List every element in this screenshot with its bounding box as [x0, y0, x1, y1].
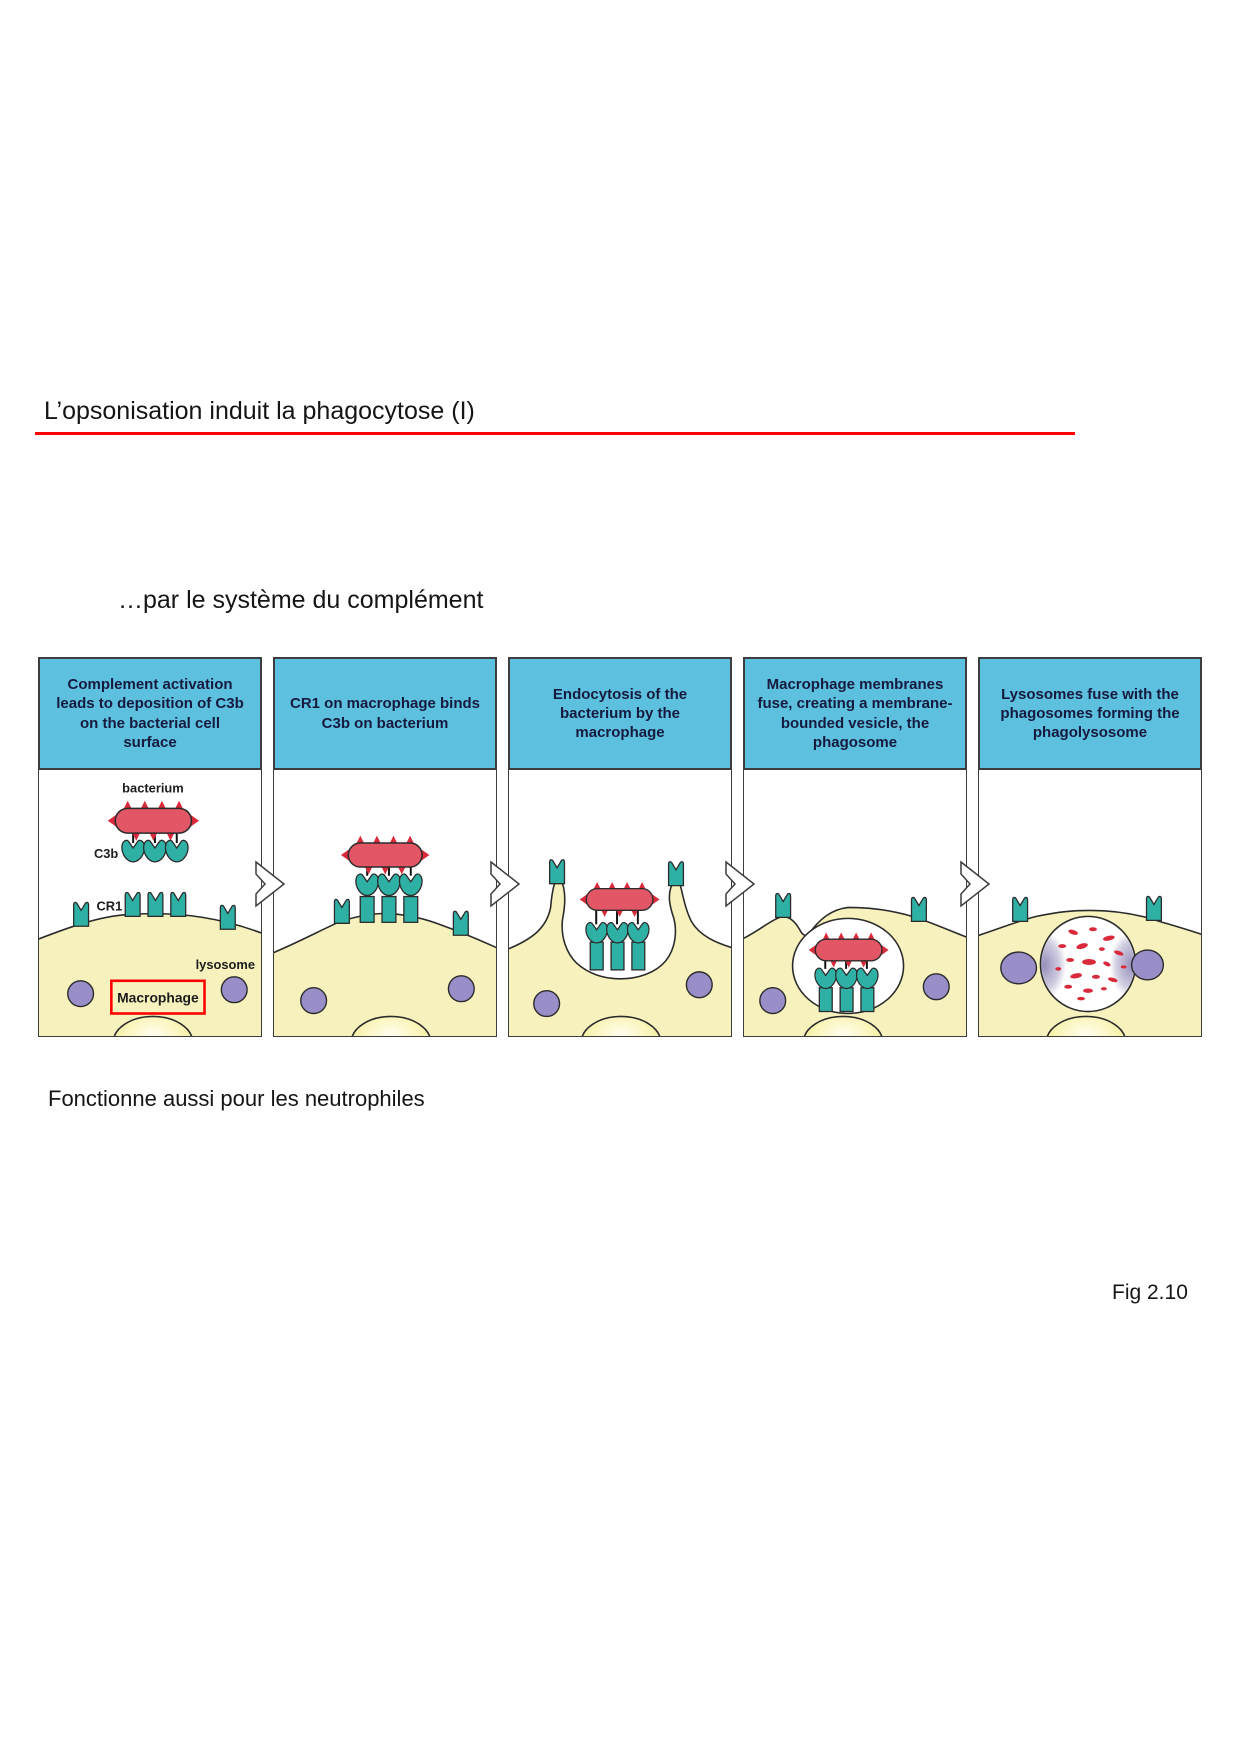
bacterium-shape: [340, 834, 431, 876]
cr1-receptor-shape: [170, 891, 187, 918]
cr1-receptor-shape: [548, 859, 566, 885]
panel-5-caption: Lysosomes fuse with the phagosomes formi…: [978, 657, 1202, 770]
cr1-receptor-shape: [1012, 896, 1029, 922]
bacterium-shape: [106, 799, 200, 842]
cr1-receptor-shape: [73, 901, 90, 927]
panel-1-caption: Complement activation leads to depositio…: [38, 657, 262, 770]
lysosome-shape: [220, 976, 248, 1004]
panel-2-caption: CR1 on macrophage binds C3b on bacterium: [273, 657, 497, 770]
cr1-receptor-shape: [910, 896, 928, 922]
cr1-receptor-shape: [333, 898, 350, 924]
cr1-receptor-shape: [1145, 895, 1163, 921]
c3b-shape: [143, 839, 167, 863]
figure-panel-2: CR1 on macrophage binds C3b on bacterium: [273, 657, 497, 1037]
c3b-shape: [121, 839, 146, 863]
cr1-receptor-shape: [219, 904, 236, 930]
cr1-bound-shape: [403, 895, 419, 923]
panel-strip: Complement activation leads to depositio…: [38, 657, 1202, 1037]
macrophage-highlight-box: [110, 979, 206, 1015]
step-arrow-icon: [490, 861, 520, 907]
c3b-shape: [398, 873, 423, 897]
lysosome-shape: [685, 971, 713, 999]
c3b-shape: [164, 839, 189, 863]
cr1-receptor-shape: [452, 910, 469, 936]
fusing-lysosome-shape: [1000, 951, 1038, 985]
cr1-bound-shape: [359, 895, 375, 923]
c3b-label: C3b: [94, 846, 118, 861]
cr1-bound-shape: [839, 987, 854, 1013]
c3b-shape: [606, 921, 629, 944]
bacterium-shape: [578, 881, 661, 918]
step-arrow-icon: [725, 861, 755, 907]
cr1-bound-shape: [610, 941, 625, 971]
cr1-bound-shape: [589, 941, 604, 971]
lysosome-label: lysosome: [196, 957, 255, 972]
lysosome-shape: [67, 980, 95, 1008]
subtitle: …par le système du complément: [118, 586, 484, 614]
cr1-bound-shape: [381, 895, 397, 923]
panel-3-illustration: [508, 770, 732, 1037]
lysosome-shape: [533, 990, 561, 1018]
panel-2-art: [274, 834, 496, 1036]
bacterium-label: bacterium: [122, 780, 184, 795]
note-neutrophils: Fonctionne aussi pour les neutrophiles: [48, 1086, 425, 1111]
figure-fig-2-10: Complement activation leads to depositio…: [38, 657, 1202, 1037]
figure-panel-1: Complement activation leads to depositio…: [38, 657, 262, 1037]
step-arrow-icon: [255, 861, 285, 907]
c3b-shape: [585, 921, 608, 944]
lysosome-shape: [447, 975, 475, 1003]
panel-3-art: [509, 859, 731, 1036]
panel-3-caption: Endocytosis of the bacterium by the macr…: [508, 657, 732, 770]
degraded-bacterium-fragments: [1055, 927, 1127, 1001]
panel-4-caption: Macrophage membranes fuse, creating a me…: [743, 657, 967, 770]
cr1-receptor-shape: [124, 891, 141, 918]
page-title: L’opsonisation induit la phagocytose (I): [44, 397, 475, 425]
c3b-shape: [377, 873, 401, 897]
cr1-label: CR1: [96, 898, 122, 913]
macrophage-label: Macrophage: [117, 990, 199, 1006]
figure-panel-5: Lysosomes fuse with the phagosomes formi…: [978, 657, 1202, 1037]
c3b-shape: [626, 921, 650, 944]
lysosome-shape: [759, 987, 787, 1015]
panel-1-illustration: Macrophage lysosome CR1: [38, 770, 262, 1037]
cr1-bound-shape: [860, 987, 875, 1013]
c3b-shape: [355, 873, 380, 897]
title-underline: [35, 432, 1075, 435]
figure-reference: Fig 2.10: [1112, 1281, 1188, 1304]
panel-4-art: [744, 892, 966, 1036]
figure-panel-4: Macrophage membranes fuse, creating a me…: [743, 657, 967, 1037]
cr1-bound-shape: [631, 941, 646, 971]
cr1-receptor-shape: [775, 892, 792, 919]
lysosome-shape: [922, 973, 950, 1001]
lysosome-shape: [300, 987, 328, 1015]
panel-5-art: [979, 895, 1201, 1036]
cr1-receptor-shape: [667, 861, 685, 887]
panel-2-illustration: [273, 770, 497, 1037]
figure-panel-3: Endocytosis of the bacterium by the macr…: [508, 657, 732, 1037]
panel-1-art: Macrophage lysosome CR1: [39, 780, 261, 1036]
fusing-lysosome-shape: [1130, 949, 1165, 981]
cr1-bound-shape: [818, 987, 833, 1013]
step-arrow-icon: [960, 861, 990, 907]
panel-5-illustration: [978, 770, 1202, 1037]
cr1-receptor-shape: [147, 891, 164, 918]
panel-4-illustration: [743, 770, 967, 1037]
